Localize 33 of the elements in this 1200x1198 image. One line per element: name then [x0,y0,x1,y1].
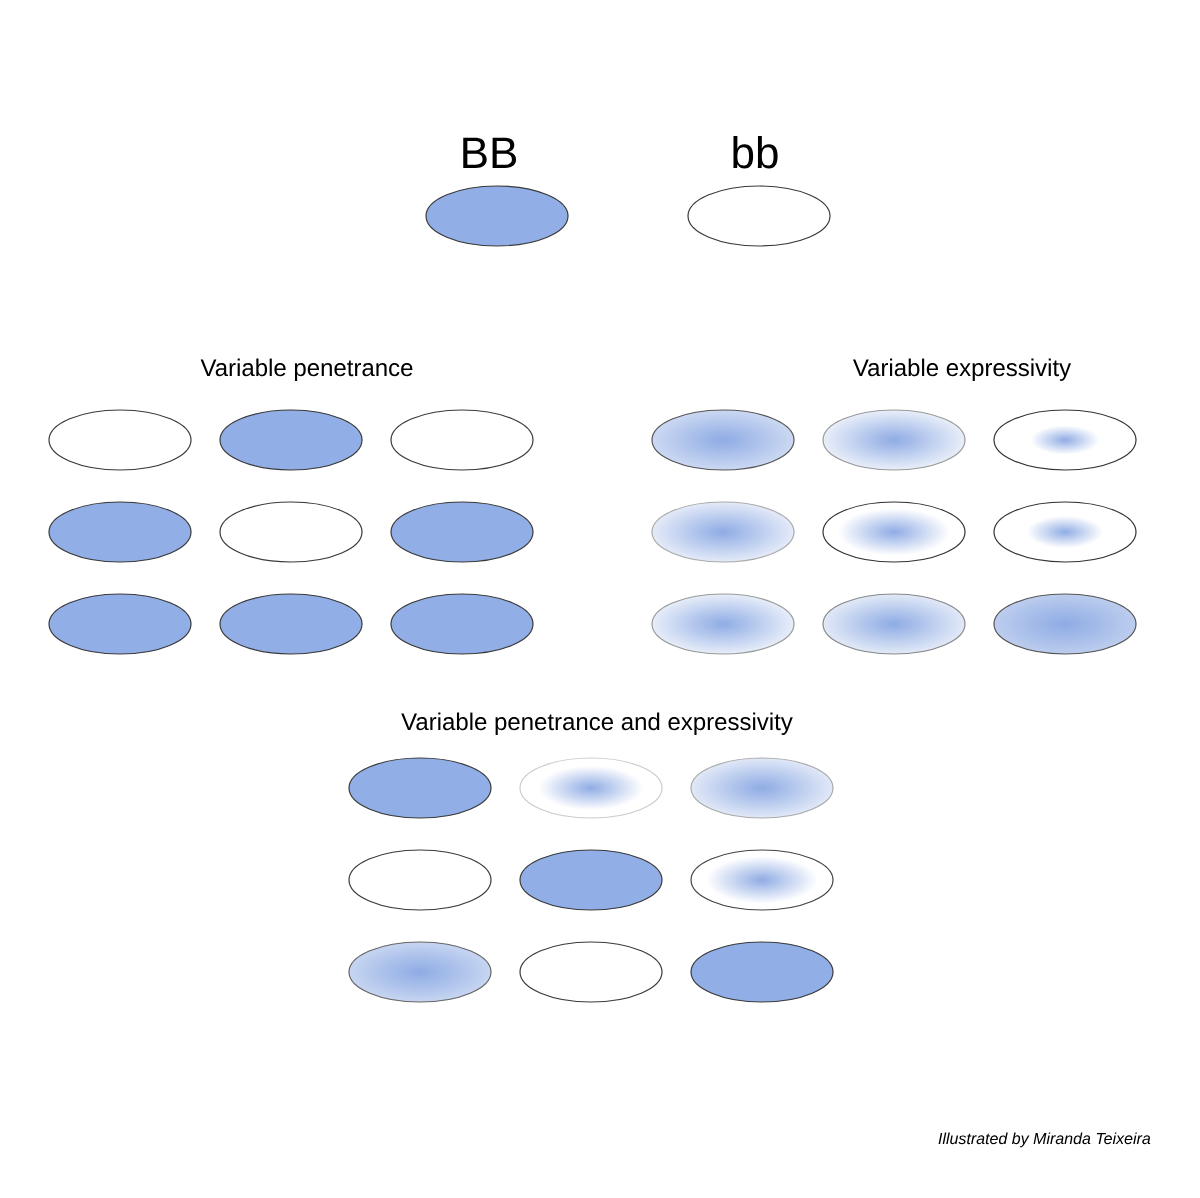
shaded-ellipse [348,941,492,1003]
ellipse [48,409,192,471]
section-heading: Variable penetrance [200,358,413,381]
shaded-ellipse [651,593,795,655]
shaded-ellipse [690,757,834,819]
shaded-ellipse [690,849,834,911]
shaded-ellipse [651,501,795,563]
credit-text: Illustrated by Miranda Teixeira [938,1132,1151,1148]
filled-ellipse [390,593,534,655]
ellipse [348,849,492,911]
ellipse [219,501,363,563]
shaded-ellipse [993,501,1137,563]
ellipse [519,941,663,1003]
shaded-ellipse [993,593,1137,655]
filled-ellipse [219,409,363,471]
shaded-ellipse [993,409,1137,471]
shaded-ellipse [519,757,663,819]
section-heading: Variable expressivity [852,358,1072,381]
filled-ellipse [690,941,834,1003]
shaded-ellipse [822,409,966,471]
section-heading: Variable penetrance and expressivity [401,712,793,735]
genotype-label: BB [463,137,517,168]
filled-ellipse [219,593,363,655]
shaded-ellipse [651,409,795,471]
filled-ellipse [48,593,192,655]
filled-ellipse [519,849,663,911]
filled-ellipse [48,501,192,563]
ellipse [390,409,534,471]
shaded-ellipse [822,501,966,563]
filled-ellipse [348,757,492,819]
shaded-ellipse [822,593,966,655]
filled-ellipse [390,501,534,563]
genotype-label: bb [733,136,778,169]
